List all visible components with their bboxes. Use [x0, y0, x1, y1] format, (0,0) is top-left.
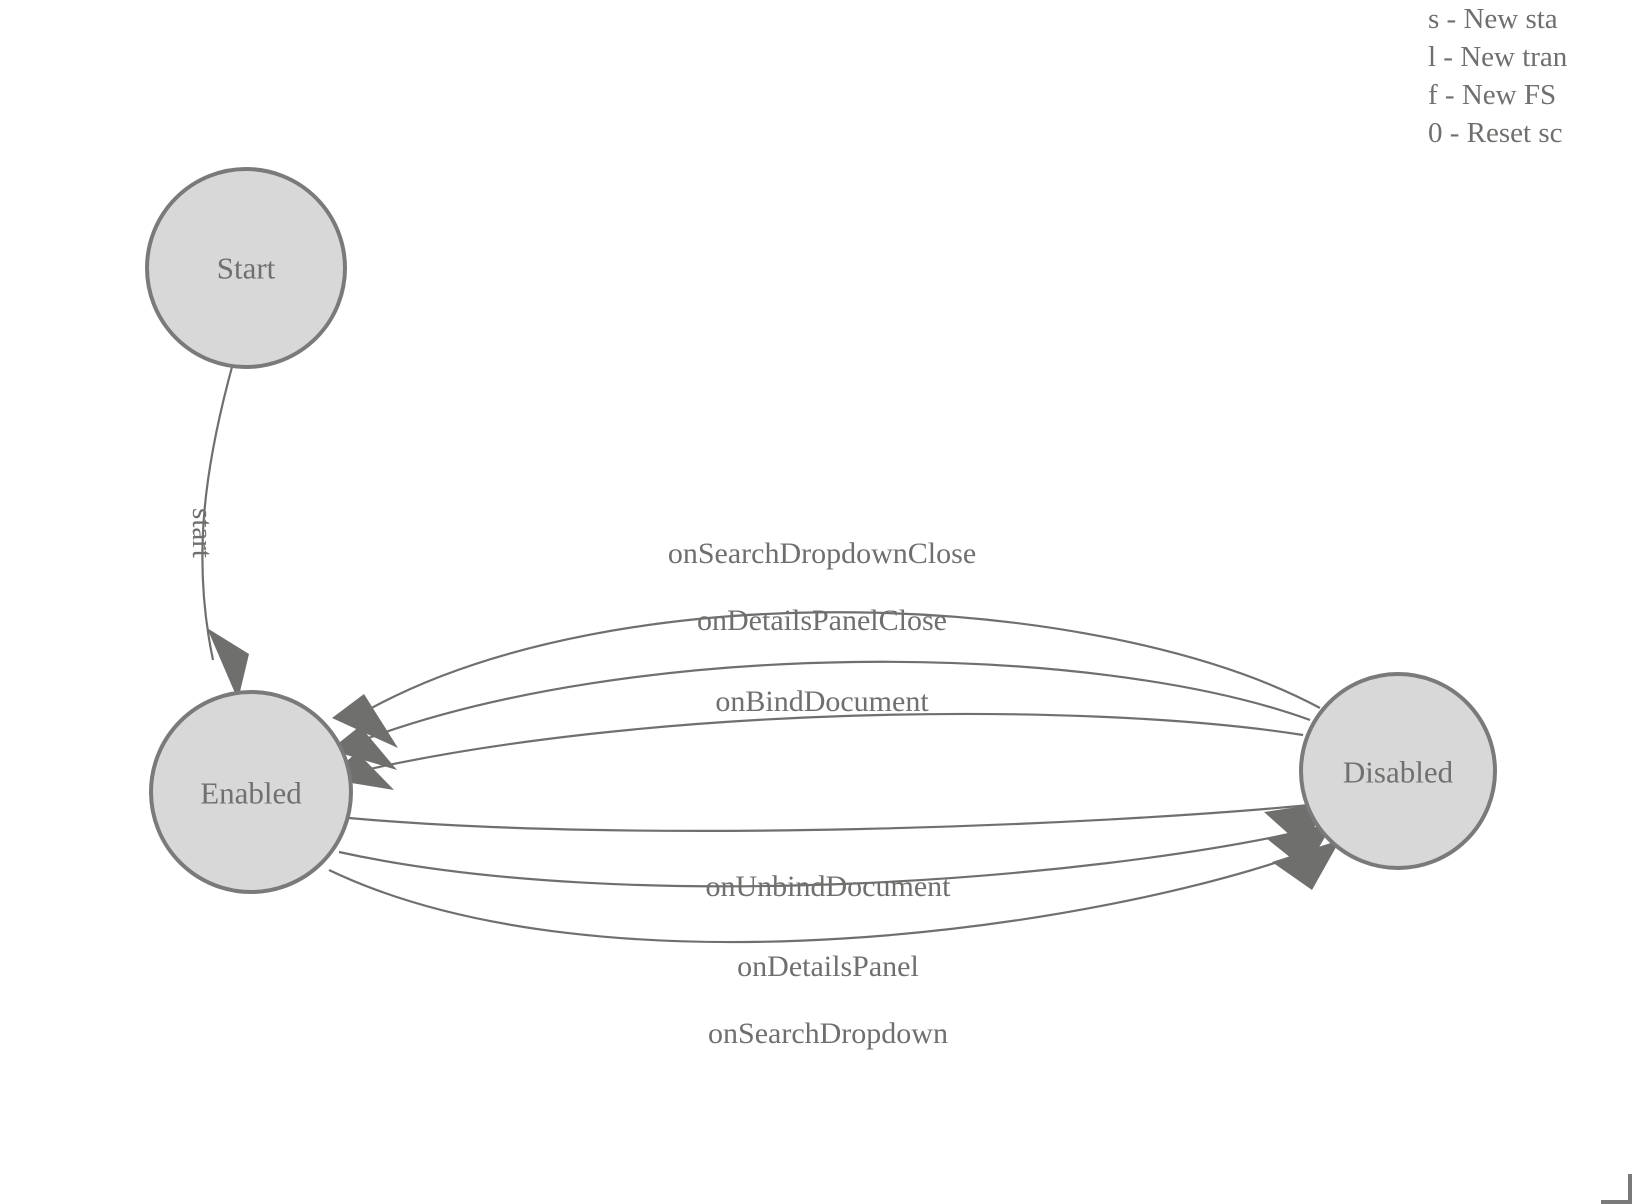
help-line-reset-scale: 0 - Reset sc [1428, 117, 1563, 149]
transition-onSearchDropdownClose-label: onSearchDropdownClose [668, 537, 976, 570]
transition-start-path[interactable] [201, 366, 234, 661]
transition-onDetailsPanelClose-path[interactable] [357, 660, 1311, 744]
transition-onSearchDropdownClose[interactable]: onSearchDropdownClose [332, 537, 1321, 748]
state-node-enabled-circle[interactable] [149, 690, 353, 894]
state-node-enabled-label: Enabled [200, 776, 302, 811]
transition-onBindDocument[interactable]: onBindDocument [327, 685, 1304, 790]
transition-onDetailsPanel[interactable]: onDetailsPanel [338, 823, 1333, 983]
state-node-enabled[interactable]: Enabled [149, 690, 353, 894]
transition-onUnbindDocument-path[interactable] [348, 803, 1311, 832]
transition-onDetailsPanelClose-arrowhead [330, 726, 397, 770]
state-node-disabled[interactable]: Disabled [1299, 672, 1497, 870]
help-line-new-state: s - New sta [1428, 3, 1558, 35]
state-node-disabled-label: Disabled [1343, 755, 1454, 790]
window-frame-right-edge [1628, 1174, 1632, 1204]
window-frame-bottom-edge [1601, 1200, 1632, 1204]
transition-onDetailsPanelClose-label: onDetailsPanelClose [697, 604, 947, 637]
window-resize-corner[interactable] [1597, 1168, 1632, 1204]
transition-onSearchDropdown-arrowhead [1272, 840, 1340, 890]
transition-start-label: start [186, 508, 218, 558]
state-node-start-circle[interactable] [145, 167, 347, 369]
transition-onSearchDropdown-label: onSearchDropdown [708, 1017, 948, 1050]
transition-onDetailsPanel-arrowhead [1266, 823, 1333, 870]
transition-onSearchDropdown-path[interactable] [328, 846, 1319, 944]
transition-onBindDocument-path[interactable] [351, 712, 1304, 775]
state-node-disabled-circle[interactable] [1299, 672, 1497, 870]
keyboard-shortcuts-help: s - New sta l - New tran f - New FS 0 - … [1428, 0, 1632, 152]
state-node-start[interactable]: Start [145, 167, 347, 369]
transition-onSearchDropdownClose-path[interactable] [365, 611, 1321, 712]
state-node-start-label: Start [217, 251, 276, 286]
transition-start-arrowhead [207, 628, 249, 700]
transition-onBindDocument-label: onBindDocument [715, 685, 929, 718]
transition-onDetailsPanel-label: onDetailsPanel [737, 950, 919, 983]
transition-onSearchDropdown[interactable]: onSearchDropdown [328, 840, 1340, 1050]
help-line-new-transition: l - New tran [1428, 41, 1568, 73]
transition-onDetailsPanel-path[interactable] [338, 827, 1313, 888]
transition-onDetailsPanelClose[interactable]: onDetailsPanelClose [330, 604, 1311, 770]
help-line-new-fsm: f - New FS [1428, 79, 1557, 111]
transition-start[interactable]: start [186, 366, 249, 700]
